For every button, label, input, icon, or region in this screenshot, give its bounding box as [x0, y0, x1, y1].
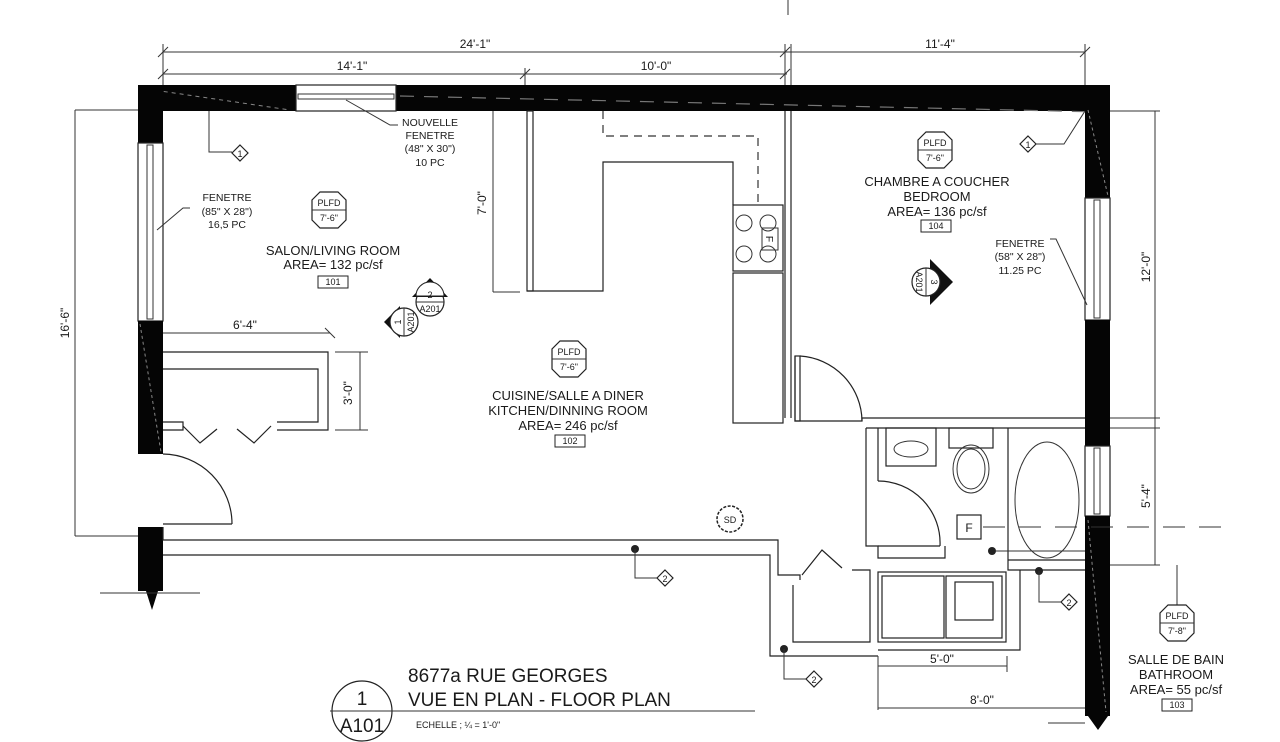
svg-text:(85" X 28"): (85" X 28") — [202, 206, 253, 218]
smoke-detector-icon: SD — [716, 505, 744, 533]
svg-text:PLFD: PLFD — [1165, 611, 1189, 621]
room-number-bedroom: 104 — [928, 221, 943, 231]
svg-text:A201: A201 — [406, 311, 416, 332]
svg-text:10 PC: 10 PC — [415, 157, 445, 169]
top-dimensions: 24'-1" 14'-1" 10'-0" 11'-4" — [157, 0, 1091, 86]
dim-top-segment-2: 10'-0" — [641, 59, 672, 73]
window-callout-left: FENETRE (85" X 28") 16,5 PC — [156, 192, 253, 231]
dim-bath-8ft: 8'-0" — [970, 693, 994, 707]
svg-text:16,5 PC: 16,5 PC — [208, 219, 246, 231]
room-number-bathroom: 103 — [1169, 700, 1184, 710]
svg-text:2: 2 — [811, 675, 816, 685]
svg-text:(58" X 28"): (58" X 28") — [995, 251, 1046, 263]
svg-text:2: 2 — [1066, 598, 1071, 608]
room-tag-bedroom: PLFD 7'-6" CHAMBRE A COUCHER BEDROOM ARE… — [864, 131, 1010, 233]
room-name-kitchen-fr: CUISINE/SALLE A DINER — [492, 388, 644, 403]
bathroom-fixtures: F — [885, 427, 1235, 559]
exterior-walls — [137, 84, 1111, 730]
dim-right-upper: 12'-0" — [1139, 252, 1153, 283]
keynote-2-hall: 2 — [780, 645, 823, 688]
dim-top-segment-1: 14'-1" — [337, 59, 368, 73]
room-name-bathroom-en: BATHROOM — [1139, 667, 1213, 682]
side-dimensions: 16'-6" 12'-0" 5'-4" 5'-0" 8'-0" — [58, 109, 1178, 724]
room-tag-kitchen: PLFD 7'-6" CUISINE/SALLE A DINER KITCHEN… — [488, 340, 648, 448]
svg-text:PLFD: PLFD — [317, 198, 341, 208]
title-block: 1 A101 8677a RUE GEORGES VUE EN PLAN - F… — [330, 666, 755, 742]
room-name-bedroom-fr: CHAMBRE A COUCHER — [864, 174, 1009, 189]
room-area-living: AREA= 132 pc/sf — [283, 257, 383, 272]
room-name-kitchen-en: KITCHEN/DINNING ROOM — [488, 403, 648, 418]
svg-text:NOUVELLE: NOUVELLE — [402, 117, 458, 129]
section-marker-2: 2 A201 — [412, 278, 448, 317]
keynote-2-living: 2 — [631, 545, 674, 587]
svg-text:11.25 PC: 11.25 PC — [999, 265, 1042, 277]
section-marker-1: 1 A201 — [384, 306, 419, 338]
kitchen-fridge-tag: F — [763, 236, 775, 242]
kitchen-counters: F 7'-0" — [475, 110, 784, 424]
svg-text:A201: A201 — [419, 304, 440, 314]
svg-text:FENETRE: FENETRE — [995, 238, 1044, 250]
view-title: VUE EN PLAN - FLOOR PLAN — [408, 690, 671, 711]
dim-top-right: 11'-4" — [925, 37, 955, 51]
svg-text:A201: A201 — [914, 271, 924, 292]
dim-closet-depth: 3'-0" — [341, 381, 355, 405]
svg-text:3: 3 — [929, 279, 939, 284]
dim-closet-width: 6'-4" — [233, 318, 257, 332]
living-closet: 6'-4" 3'-0" — [163, 318, 368, 444]
bath-device-dot — [988, 547, 1085, 555]
room-name-living: SALON/LIVING ROOM — [266, 243, 400, 258]
svg-text:PLFD: PLFD — [557, 347, 581, 357]
svg-text:1: 1 — [393, 319, 403, 324]
room-name-bedroom-en: BEDROOM — [903, 189, 970, 204]
svg-text:2: 2 — [662, 574, 667, 584]
keynote-1-right: 1 — [1019, 110, 1086, 153]
svg-text:7'-6": 7'-6" — [560, 362, 578, 372]
window-callout-top: NOUVELLE FENETRE (48" X 30") 10 PC — [345, 99, 458, 169]
doors — [162, 355, 941, 576]
room-area-kitchen: AREA= 246 pc/sf — [518, 418, 618, 433]
svg-text:2: 2 — [427, 290, 432, 300]
keynote-2-bath: 2 — [1035, 567, 1078, 611]
room-number-kitchen: 102 — [562, 436, 577, 446]
svg-text:PLFD: PLFD — [923, 138, 947, 148]
svg-text:1: 1 — [237, 149, 242, 159]
keynote-1-left: 1 — [208, 111, 249, 162]
dim-overall-top: 24'-1" — [460, 37, 491, 51]
svg-text:FENETRE: FENETRE — [202, 192, 251, 204]
svg-text:7'-8": 7'-8" — [1168, 626, 1186, 636]
room-area-bathroom: AREA= 55 pc/sf — [1130, 682, 1223, 697]
address-title: 8677a RUE GEORGES — [408, 666, 608, 687]
svg-text:7'-6": 7'-6" — [926, 153, 944, 163]
room-tag-living: PLFD 7'-6" SALON/LIVING ROOM AREA= 132 p… — [266, 191, 400, 289]
view-number: 1 — [357, 689, 368, 710]
scale-label: ECHELLE ; ¼ = 1'-0" — [416, 720, 500, 730]
dim-left-overall: 16'-6" — [58, 308, 72, 339]
section-marker-3: 3 A201 — [911, 259, 953, 305]
room-name-bathroom-fr: SALLE DE BAIN — [1128, 652, 1224, 667]
bath-fridge-tag: F — [965, 521, 972, 535]
svg-text:FENETRE: FENETRE — [405, 130, 454, 142]
dim-kitchen-counter: 7'-0" — [475, 191, 489, 215]
dim-right-lower: 5'-4" — [1139, 484, 1153, 508]
svg-text:7'-6": 7'-6" — [320, 213, 338, 223]
dim-bath-5ft: 5'-0" — [930, 652, 954, 666]
window-callout-right: FENETRE (58" X 28") 11.25 PC — [995, 238, 1088, 306]
sheet-number: A101 — [340, 716, 384, 737]
room-tag-bathroom: PLFD 7'-8" SALLE DE BAIN BATHROOM AREA= … — [1128, 604, 1224, 712]
svg-text:(48" X 30"): (48" X 30") — [405, 143, 456, 155]
room-area-bedroom: AREA= 136 pc/sf — [887, 204, 987, 219]
svg-text:1: 1 — [1025, 140, 1030, 150]
svg-text:SD: SD — [724, 515, 737, 525]
room-number-living: 101 — [325, 277, 340, 287]
